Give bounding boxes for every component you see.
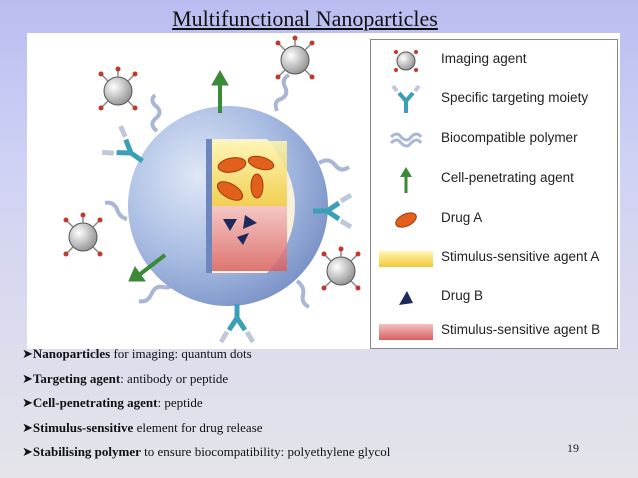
polymer-chain (104, 200, 128, 221)
drug-a-group (216, 155, 275, 201)
legend-item-drug-a: Drug A (371, 205, 617, 235)
imaging-agent (98, 66, 138, 111)
nanoparticle-diagram (63, 35, 361, 344)
green-arrow-icon (400, 167, 412, 193)
legend-label: Specific targeting moiety (441, 90, 589, 105)
bullet-bold: Nanoparticles (32, 346, 111, 361)
legend-item-imaging-agent: Imaging agent (371, 46, 617, 76)
polymer-icon (389, 132, 423, 148)
polymer-chain (273, 73, 290, 112)
legend-item-targeting-moiety: Specific targeting moiety (371, 85, 617, 115)
bullet-text: element for drug release (133, 419, 263, 435)
polymer-chain (150, 93, 162, 133)
bullet-bold: Stabilising polymer (32, 444, 141, 459)
legend-label: Stimulus-sensitive agent A (441, 249, 600, 264)
cell-penetrating-agents (128, 69, 229, 282)
bullet-arrow-icon: ➤ (22, 370, 33, 386)
bullet-item: ➤Stabilising polymer to ensure biocompat… (22, 441, 582, 466)
legend-label: Drug B (441, 288, 484, 303)
green-arrow-shaft (137, 253, 167, 277)
red-band-icon (379, 324, 433, 340)
legend-label: Biocompatible polymer (441, 130, 578, 145)
imaging-agent (275, 35, 315, 80)
bullet-arrow-icon: ➤ (22, 395, 33, 410)
bullet-item: ➤Nanoparticles for imaging: quantum dots (22, 343, 582, 368)
drug-a-ellipse (250, 173, 264, 199)
legend-item-stimulus-a: Stimulus-sensitive agent A (371, 244, 617, 274)
legend-item-drug-b: Drug B (371, 283, 617, 313)
targeting-moieties (101, 125, 353, 344)
legend-item-stimulus-b: Stimulus-sensitive agent B (371, 317, 617, 347)
drug-a-ellipse (247, 155, 275, 171)
legend: Imaging agent Specific targeting moiety … (370, 39, 618, 349)
antibody (313, 192, 353, 230)
stimulus-agent-b-layer (209, 206, 287, 271)
legend-label: Imaging agent (441, 51, 527, 66)
bullet-item: ➤Stimulus-sensitive element for drug rel… (22, 417, 582, 442)
bullet-item: ➤Targeting agent: antibody or peptide (22, 368, 582, 393)
legend-item-cell-penetrating: Cell-penetrating agent (371, 165, 617, 195)
drug-b-group (223, 215, 257, 245)
bullet-bold: Cell-penetrating agent (32, 395, 158, 410)
navy-triangle-icon (399, 291, 413, 305)
bullet-text: for imaging: quantum dots (110, 346, 252, 361)
polymer-chains (104, 73, 351, 309)
bullet-bold: Targeting agent (32, 370, 121, 386)
bullet-text: to ensure biocompatibility: polyethylene… (140, 444, 391, 459)
drug-b-triangle (237, 233, 249, 245)
green-arrow-head (128, 265, 146, 282)
legend-label: Cell-penetrating agent (441, 170, 574, 185)
yellow-band-icon (379, 251, 433, 267)
drug-a-ellipse (216, 181, 244, 201)
polymer-chain (295, 279, 310, 309)
page-number: 19 (567, 441, 579, 455)
slide-title: Multifunctional Nanoparticles (172, 6, 438, 31)
bullet-text: : antibody or peptide (120, 370, 229, 386)
green-arrow-head (211, 69, 229, 86)
drug-b-triangle (243, 215, 257, 229)
legend-label: Stimulus-sensitive agent B (441, 322, 601, 337)
stimulus-agent-a-layer (209, 141, 287, 206)
legend-label: Drug A (441, 210, 483, 225)
legend-item-polymer: Biocompatible polymer (371, 125, 617, 155)
bullet-bold: Stimulus-sensitive (32, 419, 134, 435)
imaging-agent (63, 212, 103, 257)
imaging-agent-icon (394, 50, 418, 72)
bullet-item: ➤Cell-penetrating agent: peptide (22, 392, 582, 417)
bullet-text: : peptide (157, 395, 203, 410)
imaging-agents (63, 35, 361, 291)
drug-a-ellipse (217, 157, 247, 173)
antibody (218, 304, 256, 344)
bullet-arrow-icon: ➤ (22, 346, 33, 361)
drug-b-triangle (223, 219, 237, 231)
polymer-chain (317, 158, 351, 172)
bullet-list: ➤Nanoparticles for imaging: quantum dots… (22, 343, 582, 466)
bullet-arrow-icon: ➤ (22, 419, 33, 435)
antibody (101, 125, 144, 164)
orange-ellipse-icon (395, 212, 417, 228)
antibody-icon (391, 85, 421, 113)
imaging-agent (321, 246, 361, 291)
bullet-arrow-icon: ➤ (22, 444, 33, 459)
